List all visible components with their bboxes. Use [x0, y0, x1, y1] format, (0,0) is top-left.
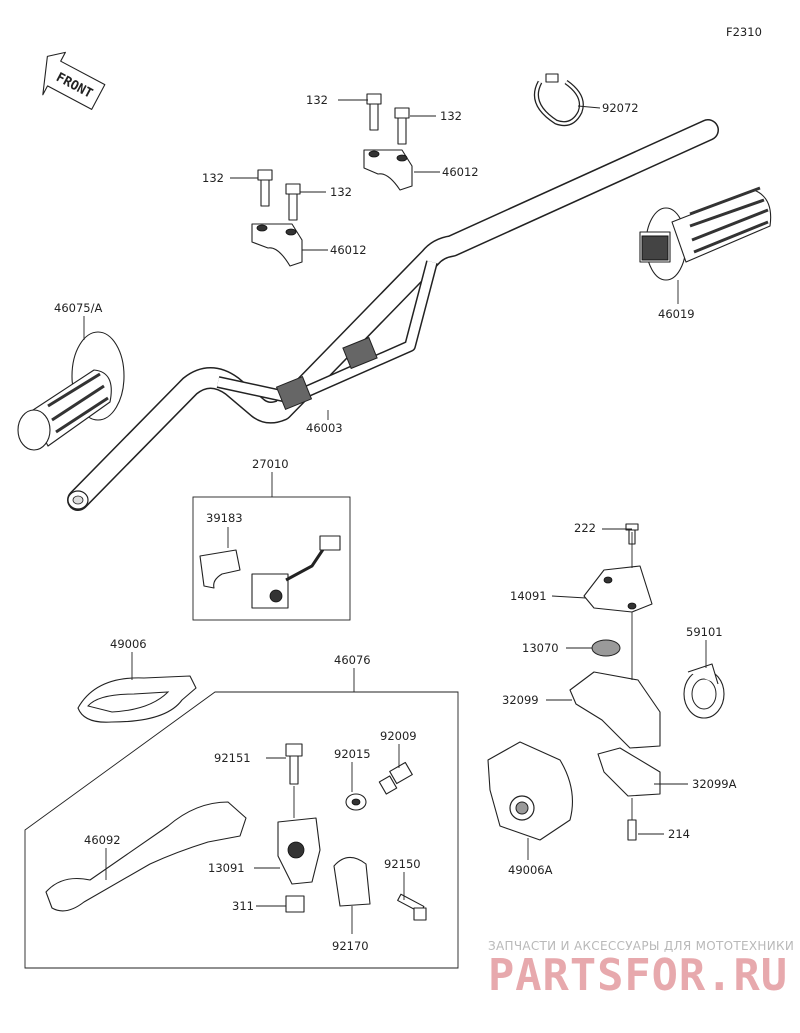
bolt-icon	[257, 169, 273, 207]
label-39183: 39183	[206, 511, 243, 525]
watermark-tagline: ЗАПЧАСТИ И АКСЕССУАРЫ ДЛЯ МОТОТЕХНИКИ	[488, 939, 794, 953]
left-grip	[17, 331, 125, 451]
label-46012: 46012	[442, 165, 479, 179]
switch-housing	[251, 535, 341, 609]
clutch-lever	[45, 801, 247, 912]
label-49006a: 49006A	[508, 863, 553, 877]
bolt-icon	[397, 893, 427, 921]
perch-clamp	[333, 856, 371, 907]
throttle-tube-cap	[683, 663, 725, 719]
label-49006: 49006	[110, 637, 147, 651]
housing-cover	[583, 565, 653, 613]
front-arrow-icon: FRONT	[42, 51, 106, 110]
bolt-icon	[394, 107, 410, 145]
throttle-housing-lower	[597, 747, 661, 797]
label-46092: 46092	[84, 833, 121, 847]
label-222: 222	[574, 521, 596, 535]
label-46075a: 46075/A	[54, 301, 102, 315]
lever-perch	[277, 817, 321, 885]
label-92009: 92009	[380, 729, 417, 743]
lever-assembly-frame	[24, 691, 459, 969]
nut-icon	[285, 895, 305, 913]
clamp-lower	[251, 223, 303, 267]
label-46003: 46003	[306, 421, 343, 435]
label-92015: 92015	[334, 747, 371, 761]
label-92072: 92072	[602, 101, 639, 115]
locknut	[345, 793, 367, 811]
throttle-guard	[487, 741, 573, 841]
label-46019: 46019	[658, 307, 695, 321]
label-46076: 46076	[334, 653, 371, 667]
label-27010: 27010	[252, 457, 289, 471]
clamp-upper	[363, 149, 413, 191]
label-13091: 13091	[208, 861, 245, 875]
throttle-pulley	[591, 639, 621, 657]
switch-assembly-frame	[192, 496, 351, 621]
label-14091: 14091	[510, 589, 547, 603]
label-132: 132	[202, 171, 224, 185]
label-59101: 59101	[686, 625, 723, 639]
label-92150: 92150	[384, 857, 421, 871]
screw-icon	[627, 819, 637, 841]
label-46012: 46012	[330, 243, 367, 257]
bolt-icon	[285, 183, 301, 221]
bolt-icon	[285, 743, 303, 785]
label-132: 132	[440, 109, 462, 123]
cable-adjuster	[378, 761, 413, 795]
knurl-left	[275, 375, 313, 411]
label-32099: 32099	[502, 693, 539, 707]
hand-guard	[77, 675, 197, 723]
label-214: 214	[668, 827, 690, 841]
bolt-icon	[366, 93, 382, 131]
switch-bracket	[199, 549, 241, 589]
label-92151: 92151	[214, 751, 251, 765]
watermark-brand: PARTSFOR.RU	[488, 950, 788, 1001]
knurl-right	[342, 336, 378, 370]
label-13070: 13070	[522, 641, 559, 655]
cable-tie	[534, 73, 584, 127]
label-132: 132	[330, 185, 352, 199]
label-32099a: 32099A	[692, 777, 737, 791]
label-311: 311	[232, 899, 254, 913]
throttle-grip	[639, 186, 772, 281]
throttle-housing-upper	[569, 671, 661, 749]
leader-lines	[83, 99, 707, 934]
label-132: 132	[306, 93, 328, 107]
diagram-code: F2310	[726, 25, 762, 39]
label-92170: 92170	[332, 939, 369, 953]
handlebar	[67, 119, 719, 511]
